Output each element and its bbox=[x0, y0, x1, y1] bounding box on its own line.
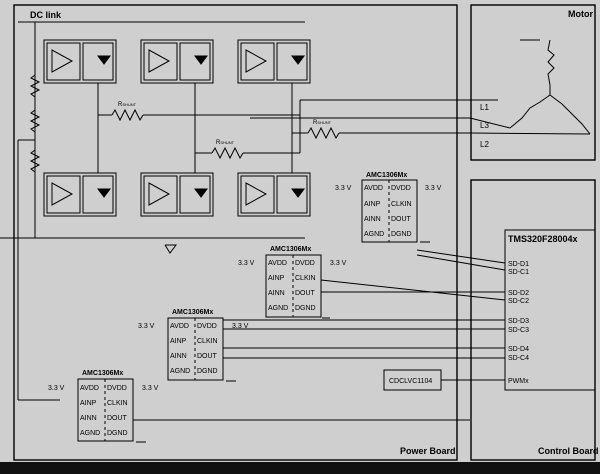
amc-pin: AINN bbox=[80, 415, 97, 422]
amc-pin: DOUT bbox=[391, 216, 412, 223]
amc-pin: AVDD bbox=[80, 385, 99, 392]
amc-pin: AINP bbox=[170, 338, 187, 345]
amc-pin: DOUT bbox=[197, 353, 218, 360]
amc-pin: DGND bbox=[391, 231, 412, 238]
amc-pin: AINN bbox=[170, 353, 187, 360]
buffer-label: CDCLVC1104 bbox=[389, 378, 432, 385]
amc-pin: AGND bbox=[170, 368, 190, 375]
amc-pin: DGND bbox=[197, 368, 218, 375]
mcu-pin: SD-D4 bbox=[508, 346, 529, 353]
control-board-label: Control Board bbox=[538, 446, 599, 456]
switch-module bbox=[140, 39, 214, 84]
mcu-pin: SD-D3 bbox=[508, 318, 529, 325]
amc-pin: AINP bbox=[364, 201, 381, 208]
shunt-label: RSHUNT bbox=[313, 120, 332, 126]
switch-module bbox=[140, 172, 214, 217]
divider-resistors bbox=[29, 74, 41, 173]
supply-label: 3.3 V bbox=[330, 260, 347, 267]
phase-label: L3 bbox=[480, 121, 489, 130]
phase-label: L1 bbox=[480, 103, 489, 112]
switch-module bbox=[237, 172, 311, 217]
mcu-pin: SD-C1 bbox=[508, 269, 529, 276]
power-board-label: Power Board bbox=[400, 446, 456, 456]
motor-label: Motor bbox=[568, 9, 593, 19]
mcu-box bbox=[504, 229, 596, 391]
power-board-frame bbox=[13, 4, 458, 461]
mcu-pin: SD-C2 bbox=[508, 298, 529, 305]
bottom-strip bbox=[0, 462, 600, 474]
shunt-resistor bbox=[111, 108, 144, 122]
mcu-pin: SD-D1 bbox=[508, 261, 529, 268]
amc-chip-label: AMC1306Mx bbox=[172, 309, 213, 316]
amc-chip-label: AMC1306Mx bbox=[366, 172, 407, 179]
mcu-label: TMS320F28004x bbox=[508, 234, 578, 244]
supply-label: 3.3 V bbox=[335, 185, 352, 192]
amc-pin: CLKIN bbox=[197, 338, 218, 345]
mcu-pins: SD-D1 SD-C1 SD-D2 SD-C2 SD-D3 SD-C3 SD-D… bbox=[508, 261, 529, 385]
amc-pin: DVDD bbox=[107, 385, 127, 392]
shunt-resistor bbox=[211, 146, 244, 160]
amc-pin: AVDD bbox=[268, 260, 287, 267]
amc-pin: AGND bbox=[364, 231, 384, 238]
amc-pin: DGND bbox=[107, 430, 128, 437]
amc-pin: DVDD bbox=[391, 185, 411, 192]
shunt-label: RSHUNT bbox=[216, 140, 235, 146]
shunt-label: RSHUNT bbox=[118, 102, 137, 108]
mcu-pin: SD-C3 bbox=[508, 327, 529, 334]
supply-label: 3.3 V bbox=[48, 385, 65, 392]
amc-pin: AINP bbox=[268, 275, 285, 282]
shunt-resistor bbox=[307, 126, 340, 140]
amc-pin: AVDD bbox=[364, 185, 383, 192]
switch-module bbox=[237, 39, 311, 84]
dc-link-label: DC link bbox=[30, 10, 62, 20]
amc-pin: DGND bbox=[295, 305, 316, 312]
amc-pin: AGND bbox=[80, 430, 100, 437]
supply-label: 3.3 V bbox=[238, 260, 255, 267]
amc-chip-label: AMC1306Mx bbox=[270, 246, 311, 253]
motor-frame bbox=[470, 4, 596, 161]
amc-pin: CLKIN bbox=[391, 201, 412, 208]
amc-chip-label: AMC1306Mx bbox=[82, 370, 123, 377]
phase-label: L2 bbox=[480, 140, 489, 149]
amc-pin: CLKIN bbox=[107, 400, 128, 407]
amc-pin: AINN bbox=[364, 216, 381, 223]
mcu-pin: SD-D2 bbox=[508, 290, 529, 297]
supply-label: 3.3 V bbox=[142, 385, 159, 392]
phase-labels: L1 L3 L2 bbox=[480, 103, 489, 149]
amc-pin: DVDD bbox=[197, 323, 217, 330]
mcu-pin: SD-C4 bbox=[508, 355, 529, 362]
shunt-labels: RSHUNT RSHUNT RSHUNT bbox=[118, 102, 332, 146]
switch-module bbox=[43, 172, 117, 217]
mcu-pin: PWMx bbox=[508, 378, 529, 385]
supply-label: 3.3 V bbox=[232, 323, 249, 330]
amc-pin: DVDD bbox=[295, 260, 315, 267]
amc-pin: AINP bbox=[80, 400, 97, 407]
amc-pin: AVDD bbox=[170, 323, 189, 330]
amc-pin: AGND bbox=[268, 305, 288, 312]
supply-label: 3.3 V bbox=[138, 323, 155, 330]
amc-pin: CLKIN bbox=[295, 275, 316, 282]
switch-module bbox=[43, 39, 117, 84]
amc-pin: DOUT bbox=[295, 290, 316, 297]
amc-pin: AINN bbox=[268, 290, 285, 297]
supply-label: 3.3 V bbox=[425, 185, 442, 192]
amc-pin: DOUT bbox=[107, 415, 128, 422]
motor-windings bbox=[469, 39, 591, 135]
